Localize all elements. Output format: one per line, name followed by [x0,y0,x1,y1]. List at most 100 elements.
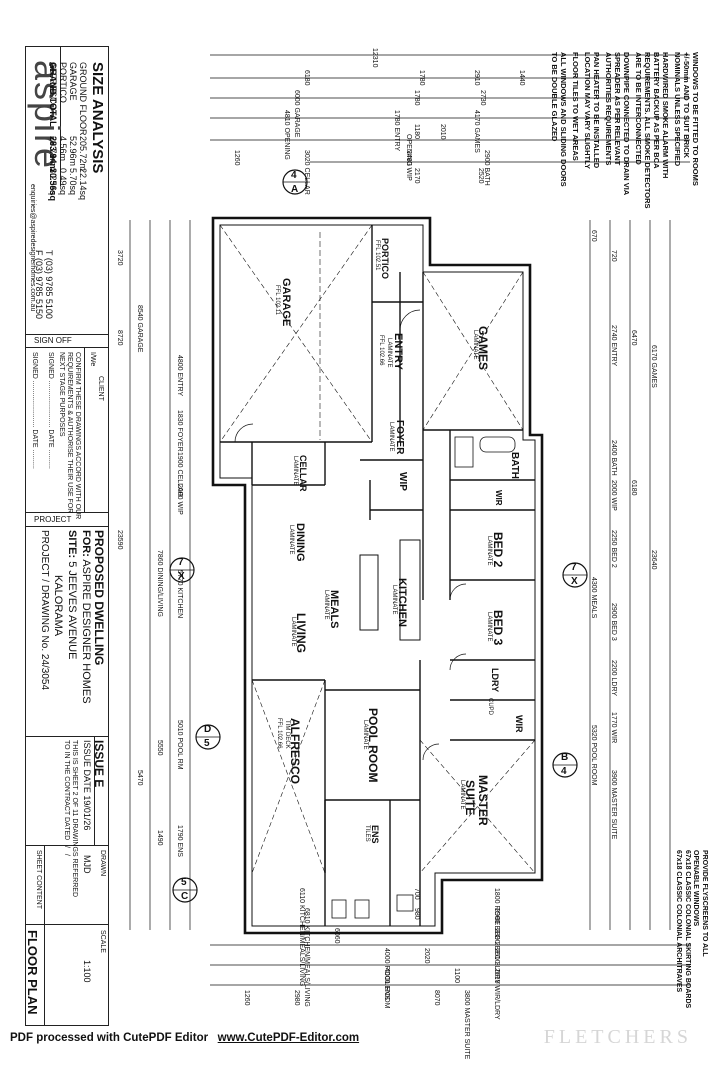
signed-1: SIGNED [47,352,54,379]
dim-top-11: 1260 [233,150,240,166]
size-val-garage: 52.96m [68,136,78,167]
scale-value: 1:100 [82,960,92,983]
size-sq-garage: 5.70sq [68,168,78,196]
dim-right-16: 6180 [630,480,637,496]
size-val-ground: 205.72m [78,136,88,172]
dim-top-12: 3020 CELLAR [303,150,310,195]
room-games: GAMES [476,326,490,371]
sheet-note-2: TO IN THE CONTRACT DATED [63,740,70,841]
issue: ISSUE E [92,740,106,788]
dim-top-3: 2910 [473,70,480,86]
room-ens: ENS [370,825,380,844]
dim-top-19: 2010 [439,124,446,140]
client-text-1: CONFIRM THESE DRAWINGS ACCORD WITH OUR [74,352,81,520]
dim-top-18: 1180 [413,124,420,140]
dim-right-10: 2900 BED 3 [610,603,617,641]
size-total-value: 283.94m [48,136,58,172]
project-title: PROPOSED DWELLING [92,530,106,666]
dim-top-15: 2170 [413,168,420,184]
site-line1: 5 JEEVES AVENUE [66,561,78,660]
dim-right-11: 2200 LDRY [610,660,617,697]
dim-top-9: 1780 ENTRY [393,110,400,152]
sheet-content-value: FLOOR PLAN [25,930,40,1015]
dim-top-6: 1780 [413,90,420,106]
room-garage: GARAGE [280,278,292,327]
room-bed3-floor: LAMINATE [486,612,492,642]
dim-left-2: 8540 GARAGE [136,305,143,353]
dim-bot-3: 6060 [333,928,340,944]
dim-bot-2: 6810 KITCHEN/MEALS/LIVING [303,908,310,1007]
dim-right-2: 720 [610,250,617,262]
dim-top-4: 1440 [518,70,525,86]
brand-phone: T (03) 9785 5100 [44,250,54,319]
room-wir-2: WIR [514,715,524,733]
dim-right-4: 6170 GAMES [650,345,657,388]
section-d-num: 5 [204,738,210,749]
dim-left-14: 5470 [136,770,143,786]
room-master-suite: SUITE [463,780,477,816]
dim-right-9: 4300 MEALS [590,577,597,619]
room-cupd: CUPD [487,698,493,716]
room-alfresco: ALFRESCO [288,718,302,784]
dim-left-8: 2000 WIP [176,484,183,515]
issue-date: ISSUE DATE 19/01/26 [82,740,92,831]
section-b-letter: B [561,752,569,763]
dim-top-7: 2730 [479,90,486,106]
room-foyer-floor: LAMINATE [388,422,394,452]
room-living-floor: LAMINATE [290,617,296,647]
room-garage-ffl: FFL 102.11 [274,285,280,316]
site-line2: KALORAMA [52,575,64,637]
for-label: FOR: [80,530,92,557]
section-x-left-num: 7 [178,557,184,568]
dim-top-16: 2520 [477,168,484,184]
dim-right-13: 3900 MASTER SUITE [610,770,617,840]
size-row-ground: GROUND FLOOR [78,62,88,136]
client-text-3: NEXT STAGE PURPOSES [58,352,65,437]
room-bed2: BED 2 [491,532,505,568]
title-block [25,46,109,1026]
dim-top-2: 1780 [418,70,425,86]
watermark: FLETCHERS [543,1026,692,1048]
dim-right-3: 6470 [630,330,637,346]
room-bed2-floor: LAMINATE [486,536,492,566]
room-wir-1: WIR [494,490,503,506]
room-alfresco-ffl: FFL 102.66 [276,718,282,749]
room-alfresco-floor: TIM DECK [284,720,290,749]
size-total-sq: 30.56sq [48,168,58,202]
room-dining-floor: LAMINATE [288,525,294,555]
scale-label: SCALE [99,930,106,953]
room-cellar: CELLAR [298,455,308,492]
dim-left-6: 1830 FOYER [176,410,183,452]
dim-bot-18: 1100 [453,968,460,984]
dim-bot-7: 2980 [293,990,300,1006]
room-ens-floor: TILES [364,825,370,842]
floor-plan [110,40,720,1025]
dim-left-11: 5010 POOL RM [176,720,183,770]
size-total-label: GRAND TOTAL [48,62,58,127]
dim-right-7: 2000 WIP [610,480,617,511]
size-row-portico: PORTICO [58,62,68,103]
room-living: LIVING [294,613,308,654]
room-bath: BATH [509,452,520,480]
room-kitchen: KITCHEN [396,578,408,627]
dim-top-5: 6000 GARAGE [293,90,300,138]
room-portico-ffl: FFL 102.51 [374,240,380,271]
sheet-note-1: THIS IS SHEET 2 OF 11 DRAWINGS REFERRED [71,740,78,898]
room-meals-floor: LAMINATE [323,590,329,620]
drawn-value: MJD [82,855,92,874]
footer-link[interactable]: www.CutePDF-Editor.com [217,1032,360,1044]
dim-bot-17: 2020 [423,948,430,964]
dim-bot-6: 8070 [433,990,440,1006]
dim-left-3: 8720 [116,330,123,346]
for-value: ASPIRE DESIGNER HOMES [80,559,92,704]
room-entry-floor: LAMINATE [386,338,392,368]
room-portico: PORTICO [380,238,390,280]
dim-left-10: 7860 DINING/LIVING [156,550,163,617]
dim-right-14: 23640 [650,550,657,570]
footer-text: PDF processed with CutePDF Editor [10,1032,209,1044]
dim-bot-13: 2610 WIR/LDRY [493,968,500,1020]
section-a-num: 4 [291,170,297,181]
dim-right-12: 5320 POOL ROOM [590,725,597,786]
dim-top-8: 4810 OPENING [283,110,290,160]
section-b-num: 4 [561,766,567,777]
